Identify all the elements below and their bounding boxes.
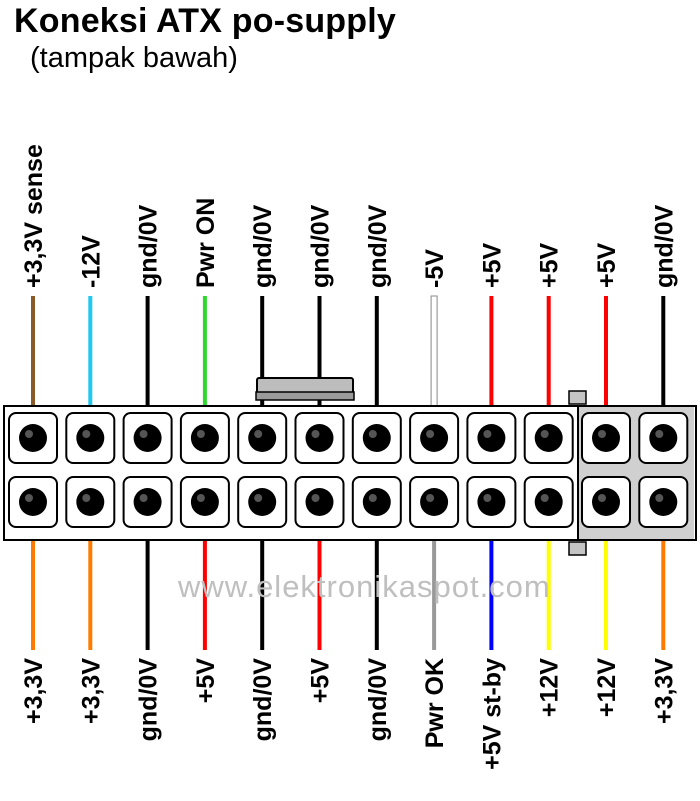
top_row-pin-highlight-4: [196, 430, 205, 438]
bottom_row-pin-label-7: gnd/0V: [364, 658, 392, 742]
top_row-pin-highlight-1: [25, 430, 33, 438]
connector-key-top: [568, 390, 587, 405]
top_row-pin-6: [305, 424, 334, 452]
bottom_row-pin-label-4: +5V: [192, 658, 220, 704]
bottom_row-pin-highlight-12: [655, 494, 664, 502]
pin-labels: +3,3V sense -12V gnd/0V Pwr ON gnd/0V gnd/0V g…: [20, 144, 678, 770]
bottom_row-pin-highlight-6: [311, 494, 320, 502]
bottom_row-pin-label-11: +12V: [593, 658, 621, 717]
top_row-pin-highlight-8: [426, 430, 435, 438]
bottom_row-pin-label-9: +5V st-by: [478, 658, 506, 770]
bottom_row-pin-1: [19, 488, 47, 516]
top_row-pin-2: [76, 424, 105, 452]
bottom_row-pin-label-10: +12V: [536, 658, 564, 717]
bottom_row-pin-highlight-3: [139, 494, 148, 502]
bottom_row-pin-6: [305, 488, 334, 516]
top_row-pin-8: [420, 424, 449, 452]
top_row-pin-10: [534, 424, 563, 452]
bottom_row-pin-highlight-7: [368, 494, 377, 502]
top_row-pin-highlight-7: [368, 430, 377, 438]
bottom_row-pin-label-5: gnd/0V: [249, 658, 277, 742]
top_row-pin-highlight-12: [655, 430, 664, 438]
bottom_row-pin-highlight-9: [483, 494, 492, 502]
bottom_row-pin-12: [649, 488, 678, 516]
top_row-pin-label-2: -12V: [77, 235, 105, 288]
bottom_row-pin-highlight-11: [598, 494, 606, 502]
bottom_row-pin-9: [477, 488, 506, 516]
top_row-pin-label-5: gnd/0V: [249, 204, 277, 288]
watermark: www.elektronikaspot.com: [177, 569, 551, 604]
top_row-pin-highlight-6: [311, 430, 320, 438]
top_row-pin-label-12: gnd/0V: [650, 204, 678, 288]
bottom_row-pin-11: [592, 488, 620, 516]
top_row-wire-outline-8: [430, 295, 438, 407]
top_row-pin-label-4: Pwr ON: [192, 198, 220, 288]
top_row-pin-9: [477, 424, 506, 452]
bottom_row-pin-highlight-8: [426, 494, 435, 502]
top_row-pin-7: [362, 424, 391, 452]
top_row-pin-highlight-5: [254, 430, 263, 438]
top_row-pin-highlight-9: [483, 430, 492, 438]
top_row-pin-1: [19, 424, 47, 452]
top_row-pin-label-3: gnd/0V: [135, 204, 163, 288]
bottom_row-pin-highlight-4: [196, 494, 205, 502]
top_row-pin-highlight-11: [598, 430, 606, 438]
bottom_row-pin-4: [190, 488, 219, 516]
top_row-pin-11: [592, 424, 620, 452]
top_row-pin-5: [248, 424, 277, 452]
bottom_row-pin-label-2: +3,3V: [77, 658, 105, 724]
bottom_row-pin-highlight-10: [540, 494, 549, 502]
top_row-pin-label-10: +5V: [536, 242, 564, 288]
bottom_row-pin-highlight-5: [254, 494, 263, 502]
connector-housing: [3, 377, 697, 556]
bottom_row-pin-label-1: +3,3V: [20, 658, 48, 724]
bottom_row-pin-label-3: gnd/0V: [135, 658, 163, 742]
top_row-pin-highlight-3: [139, 430, 148, 438]
bottom_row-pin-label-8: Pwr OK: [421, 658, 449, 748]
top_row-pin-label-8: -5V: [421, 249, 449, 288]
wires: [31, 295, 666, 650]
top_row-pin-label-9: +5V: [478, 242, 506, 288]
top_row-pin-label-6: gnd/0V: [307, 204, 335, 288]
bottom_row-pin-7: [362, 488, 391, 516]
top_row-pin-highlight-10: [540, 430, 549, 438]
bottom_row-pin-5: [248, 488, 277, 516]
bottom_row-pin-highlight-2: [82, 494, 91, 502]
bottom_row-pin-10: [534, 488, 563, 516]
connector-key-bottom: [568, 541, 587, 556]
top_row-pin-highlight-2: [82, 430, 91, 438]
top_row-pin-3: [133, 424, 162, 452]
top_row-pin-4: [190, 424, 219, 452]
top_row-pin-label-7: gnd/0V: [364, 204, 392, 288]
top_row-pin-12: [649, 424, 678, 452]
bottom_row-pin-highlight-1: [25, 494, 33, 502]
bottom_row-pin-label-12: +3,3V: [650, 658, 678, 724]
top_row-pin-label-1: +3,3V sense: [20, 144, 48, 288]
bottom_row-pin-8: [420, 488, 449, 516]
top_row-pin-label-11: +5V: [593, 242, 621, 288]
bottom_row-pin-3: [133, 488, 162, 516]
page-subtitle: (tampak bawah): [30, 42, 238, 74]
page-title: Koneksi ATX po-supply: [14, 2, 397, 40]
bottom_row-pin-2: [76, 488, 105, 516]
bottom_row-pin-label-6: +5V: [307, 658, 335, 704]
pins: [8, 412, 689, 528]
